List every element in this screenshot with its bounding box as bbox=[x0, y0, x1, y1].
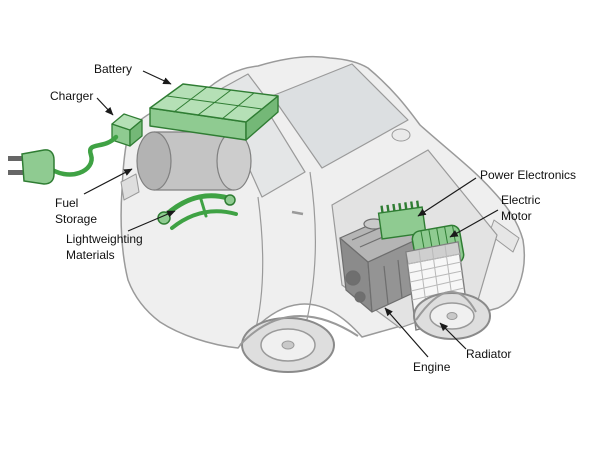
label-battery: Battery bbox=[94, 62, 133, 76]
leader-line-charger bbox=[96, 97, 114, 116]
front-wheel bbox=[413, 291, 491, 340]
leader-line-lightweighting bbox=[127, 210, 176, 232]
leader-line-battery bbox=[142, 70, 172, 85]
plug-prong bbox=[8, 156, 24, 161]
leader-line-radiator bbox=[439, 322, 467, 350]
charger-component bbox=[111, 113, 143, 147]
windshield bbox=[271, 63, 409, 169]
label-lightweighting-materials: Lightweighting Materials bbox=[66, 232, 143, 262]
label-power-electronics: Power Electronics bbox=[480, 168, 577, 182]
battery-component bbox=[149, 83, 279, 141]
label-engine: Engine bbox=[413, 360, 451, 374]
rear-wheel bbox=[239, 315, 359, 373]
power-cord bbox=[43, 134, 119, 177]
plug-prong bbox=[8, 170, 24, 175]
label-fuel-storage: Fuel Storage bbox=[55, 196, 98, 226]
side-mirror bbox=[391, 128, 411, 142]
leader-line-power-electronics bbox=[417, 177, 477, 217]
door-line-rear bbox=[253, 196, 264, 337]
label-charger: Charger bbox=[50, 89, 94, 103]
power-plug bbox=[8, 149, 55, 185]
leader-lines bbox=[83, 70, 499, 358]
power-electronics-component bbox=[377, 200, 427, 240]
tail-light bbox=[120, 173, 140, 201]
door-handle bbox=[291, 210, 304, 216]
leader-line-electric-motor bbox=[449, 209, 499, 238]
fuel-tank-component bbox=[136, 131, 252, 191]
leader-line-engine bbox=[384, 307, 429, 358]
door-line-front bbox=[303, 171, 316, 333]
label-radiator: Radiator bbox=[466, 347, 512, 361]
leader-line-fuel-storage bbox=[83, 168, 133, 195]
label-electric-motor: Electric Motor bbox=[501, 193, 541, 223]
